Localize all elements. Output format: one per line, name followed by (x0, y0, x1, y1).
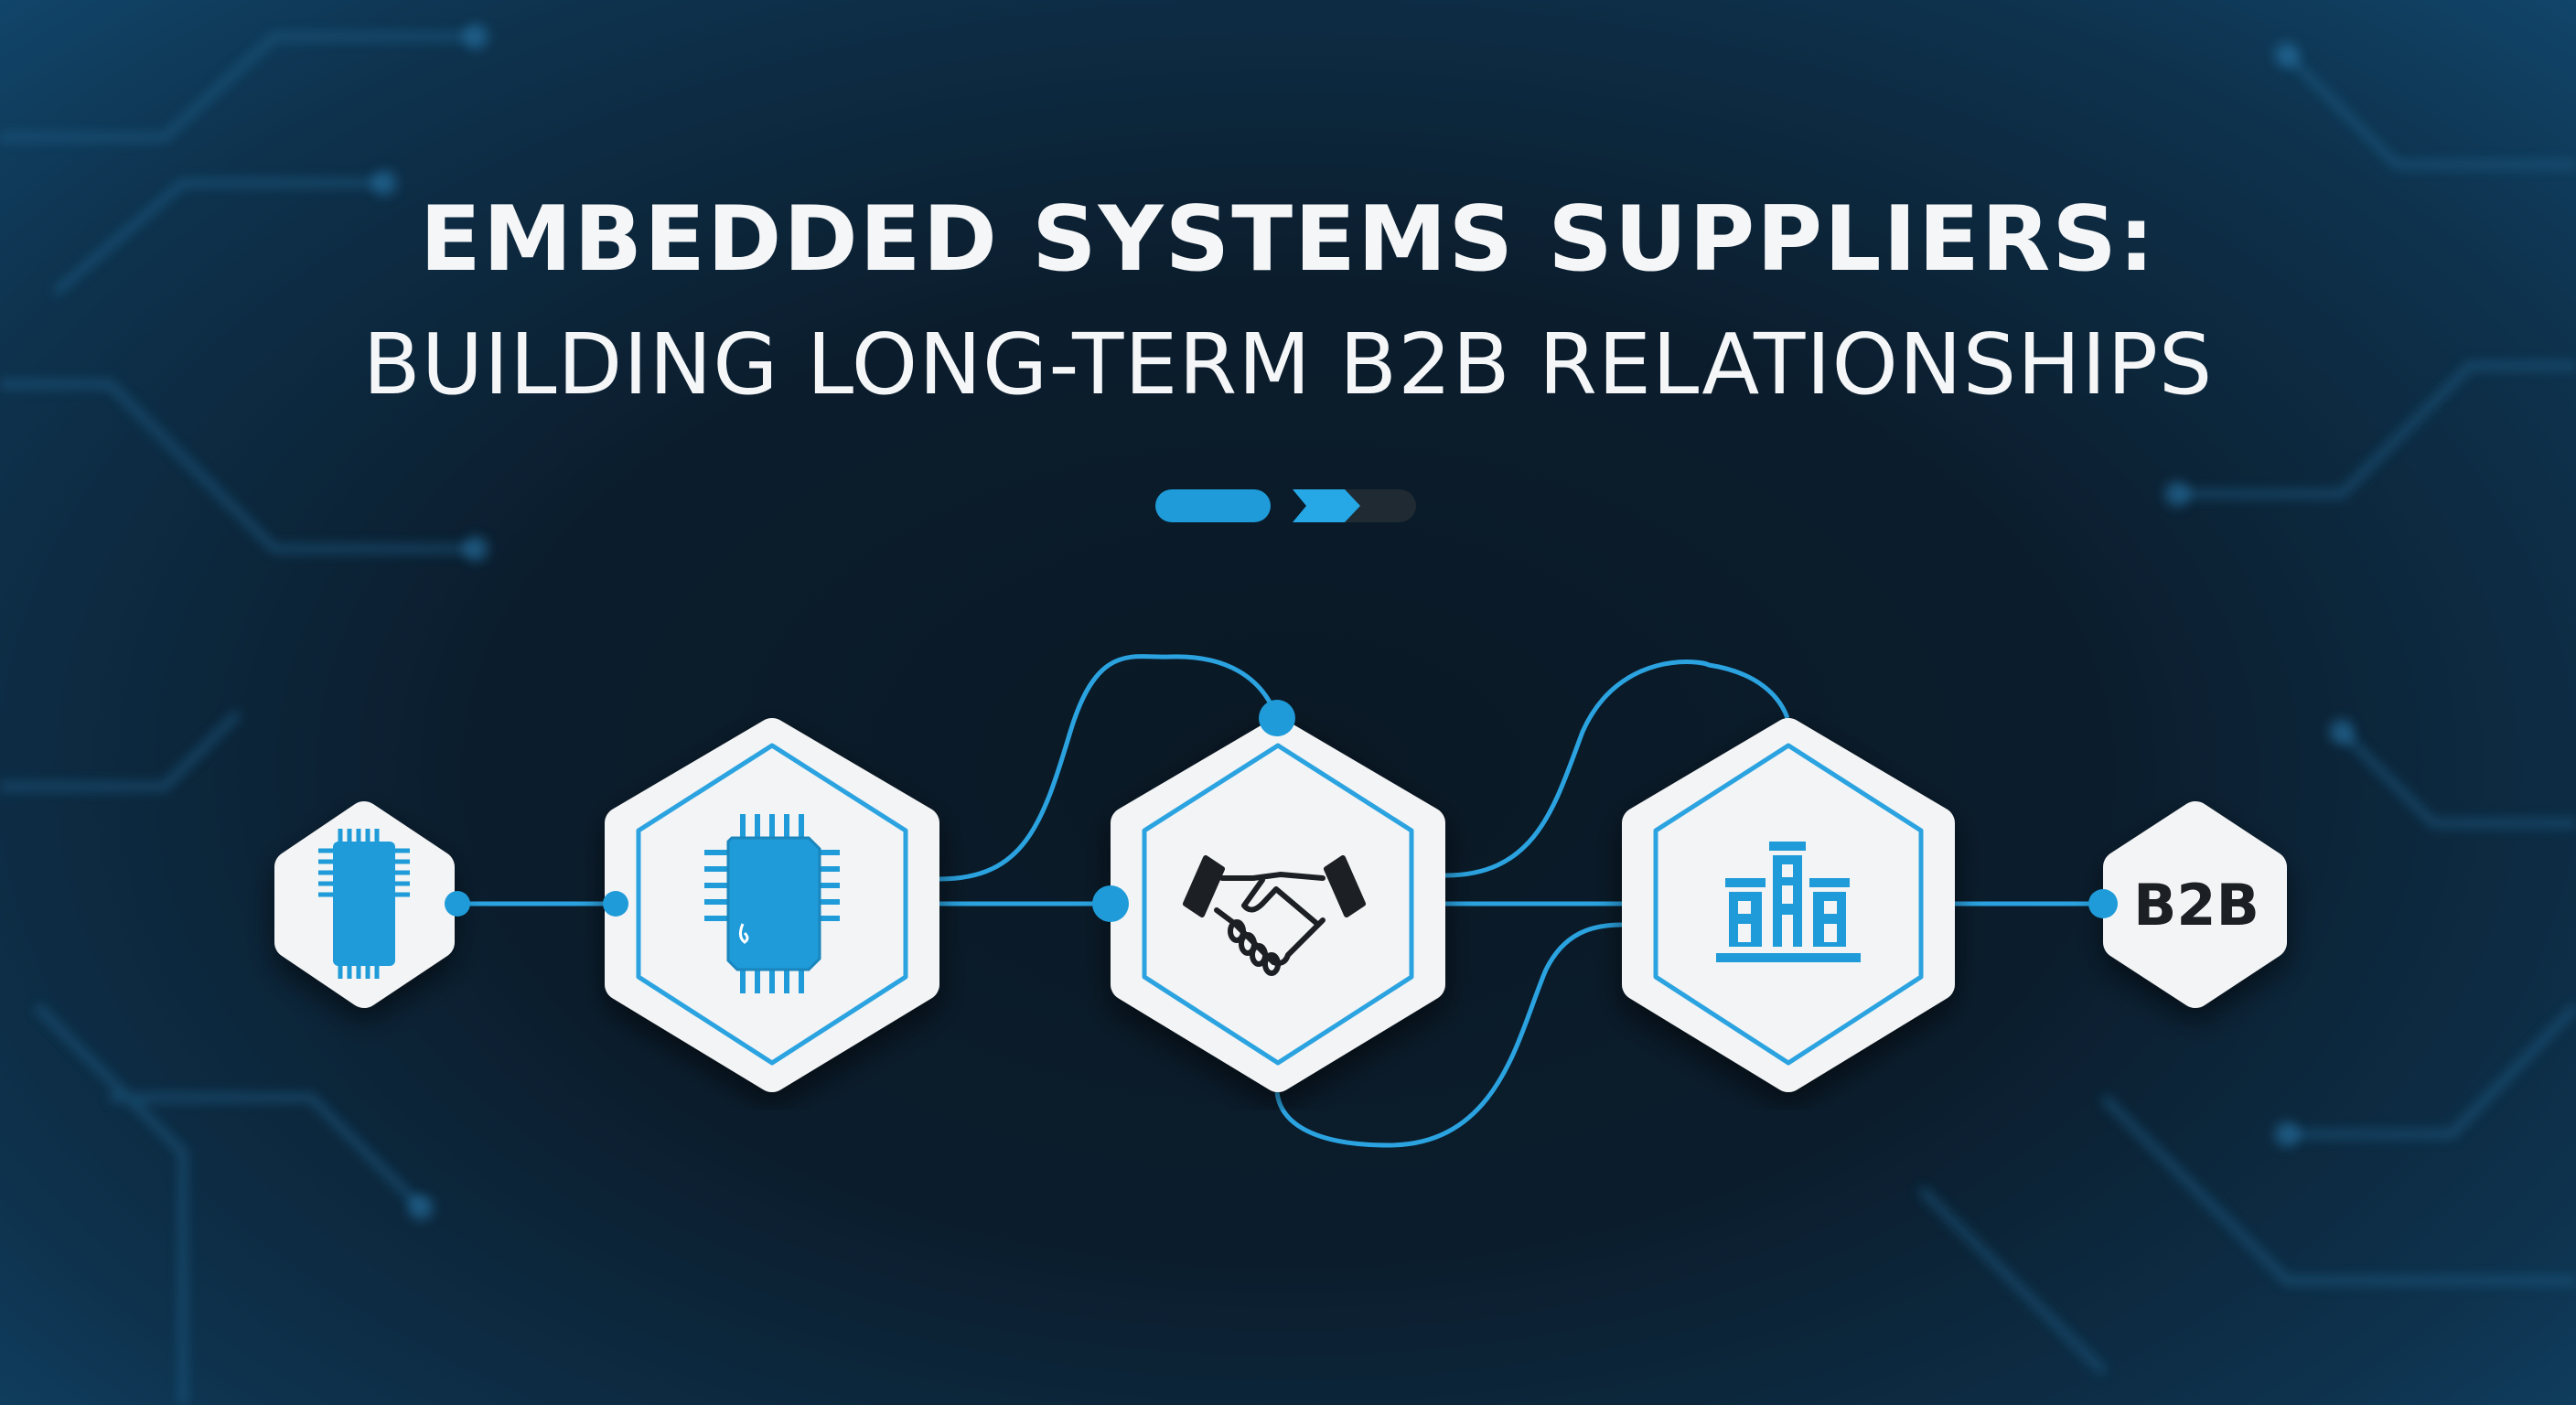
node-building-inner-border (1653, 743, 1924, 1066)
node-handshake (1111, 718, 1445, 1092)
b2b-label: B2B (2133, 872, 2259, 938)
microchip-small-icon (318, 829, 410, 979)
title-line-1: EMBEDDED SYSTEMS SUPPLIERS: (419, 188, 2157, 292)
microchip-icon (704, 814, 840, 993)
progress-indicator (1155, 489, 1416, 522)
title-line-2: BUILDING LONG-TERM B2B RELATIONSHIPS (362, 316, 2214, 413)
progress-step-1 (1155, 489, 1271, 522)
connector-dots (445, 700, 2118, 922)
progress-step-2-chevron (1293, 489, 1360, 522)
handshake-icon (1183, 855, 1366, 976)
node-b2b (2103, 801, 2287, 1008)
node-handshake-inner-border (1142, 743, 1414, 1066)
building-icon (1716, 842, 1861, 962)
node-chip-inner-border (636, 743, 908, 1066)
